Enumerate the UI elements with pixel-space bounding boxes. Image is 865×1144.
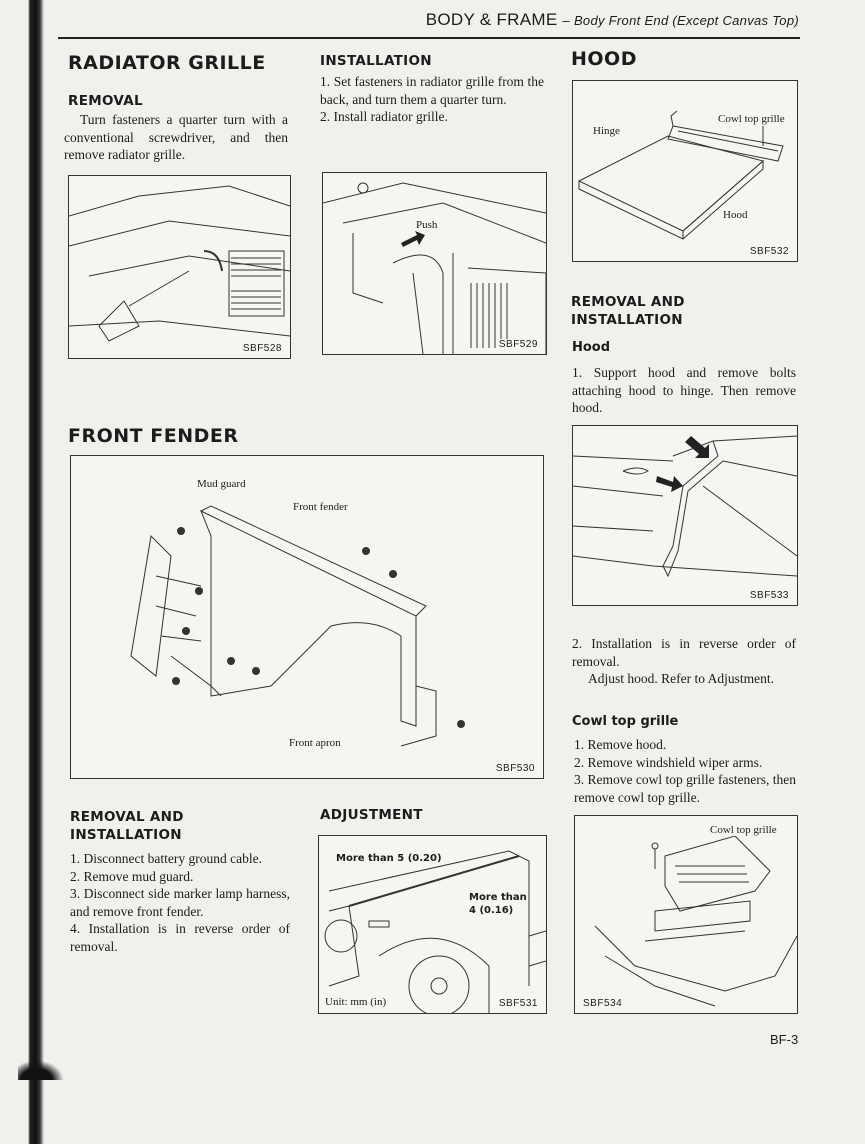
cowl-top-grille-heading: Cowl top grille (572, 714, 679, 729)
page-number: BF-3 (770, 1032, 799, 1047)
figure-code: SBF530 (493, 763, 537, 774)
figure-code: SBF533 (747, 590, 791, 601)
fender-step-2: 2. Remove mud guard. (70, 868, 194, 884)
gap-side-label-1: More than (469, 892, 527, 903)
installation-steps: 1. Set fasteners in radiator grille from… (320, 73, 544, 126)
radiator-grille-installation-illustration (323, 182, 546, 354)
fender-step-1: 1. Disconnect battery ground cable. (70, 851, 262, 866)
cowl-top-grille-illustration (594, 835, 797, 1007)
cowl-steps: 1. Remove hood. 2. Remove windshield wip… (574, 736, 796, 806)
hood-step-1: 1. Support hood and remove bolts attachi… (572, 365, 796, 415)
hood-label: Hood (723, 209, 748, 221)
hood-subheading: Hood (572, 340, 611, 355)
binding-shadow (18, 1060, 64, 1080)
section-subtitle: – Body Front End (Except Canvas Top) (562, 13, 799, 28)
page-header: BODY & FRAME – Body Front End (Except Ca… (426, 10, 799, 30)
front-fender-label: Front fender (293, 501, 348, 513)
fender-step-3: 3. Disconnect side marker lamp harness, … (70, 886, 290, 919)
gap-side-label-2: 4 (0.16) (469, 905, 514, 916)
installation-step-1: 1. Set fasteners in radiator grille from… (320, 74, 544, 107)
figure-sbf534: Cowl top grille SBF534 (574, 815, 798, 1014)
figure-code: SBF529 (496, 339, 540, 350)
book-binding (0, 0, 44, 1144)
unit-label: Unit: mm (in) (325, 996, 387, 1008)
cowl-step-1: 1. Remove hood. (574, 737, 667, 752)
mud-guard-label: Mud guard (197, 478, 246, 490)
adjustment-heading: ADJUSTMENT (320, 807, 423, 823)
hood-title: HOOD (571, 48, 637, 70)
cowl-top-grille-label: Cowl top grille (710, 824, 777, 836)
fender-step-4: 4. Installation is in reverse order of r… (70, 921, 290, 954)
removal-text: Turn fasteners a quarter turn with a con… (64, 112, 288, 162)
figure-code: SBF532 (747, 246, 791, 257)
front-apron-label: Front apron (289, 737, 341, 749)
header-rule (58, 37, 800, 39)
figure-code: SBF528 (240, 343, 284, 354)
cowl-top-grille-label: Cowl top grille (718, 113, 785, 125)
figure-sbf528: SBF528 (68, 175, 291, 359)
hood-removal-installation-heading: REMOVAL AND INSTALLATION (571, 294, 685, 328)
radiator-grille-removal-illustration (69, 185, 290, 342)
gap-top-label: More than 5 (0.20) (336, 853, 442, 864)
figure-code: SBF531 (496, 998, 540, 1009)
removal-heading: REMOVAL (68, 93, 143, 109)
hood-adjust-note: Adjust hood. Refer to Adjustment. (588, 671, 774, 686)
figure-sbf533: SBF533 (572, 425, 798, 606)
figure-sbf529: Push SBF529 (322, 172, 547, 355)
hinge-label: Hinge (593, 125, 620, 137)
fender-steps: 1. Disconnect battery ground cable. 2. R… (70, 850, 290, 955)
section-title: BODY & FRAME (425, 10, 558, 29)
fender-adjustment-illustration (324, 850, 546, 1013)
hood-hinge-illustration (573, 435, 797, 578)
radiator-grille-title: RADIATOR GRILLE (68, 52, 266, 74)
front-fender-exploded-illustration (130, 505, 465, 747)
figure-sbf530: Mud guard Front fender Front apron SBF53… (70, 455, 544, 779)
fender-removal-installation-heading: REMOVAL AND INSTALLATION (70, 809, 184, 843)
hood-step-2: 2. Installation is in reverse order of r… (572, 636, 796, 669)
figure-sbf531: More than 5 (0.20) More than 4 (0.16) Un… (318, 835, 547, 1014)
figure-sbf532: Hinge Cowl top grille Hood SBF532 (572, 80, 798, 262)
cowl-step-2: 2. Remove windshield wiper arms. (574, 754, 763, 770)
hood-step-2-block: 2. Installation is in reverse order of r… (572, 635, 796, 688)
installation-heading: INSTALLATION (320, 53, 432, 69)
hood-illustration (577, 110, 784, 240)
push-label: Push (416, 219, 438, 231)
cowl-step-3: 3. Remove cowl top grille fasteners, the… (574, 772, 796, 805)
front-fender-title: FRONT FENDER (68, 425, 239, 447)
installation-step-2: 2. Install radiator grille. (320, 109, 448, 124)
figure-code: SBF534 (581, 998, 625, 1009)
